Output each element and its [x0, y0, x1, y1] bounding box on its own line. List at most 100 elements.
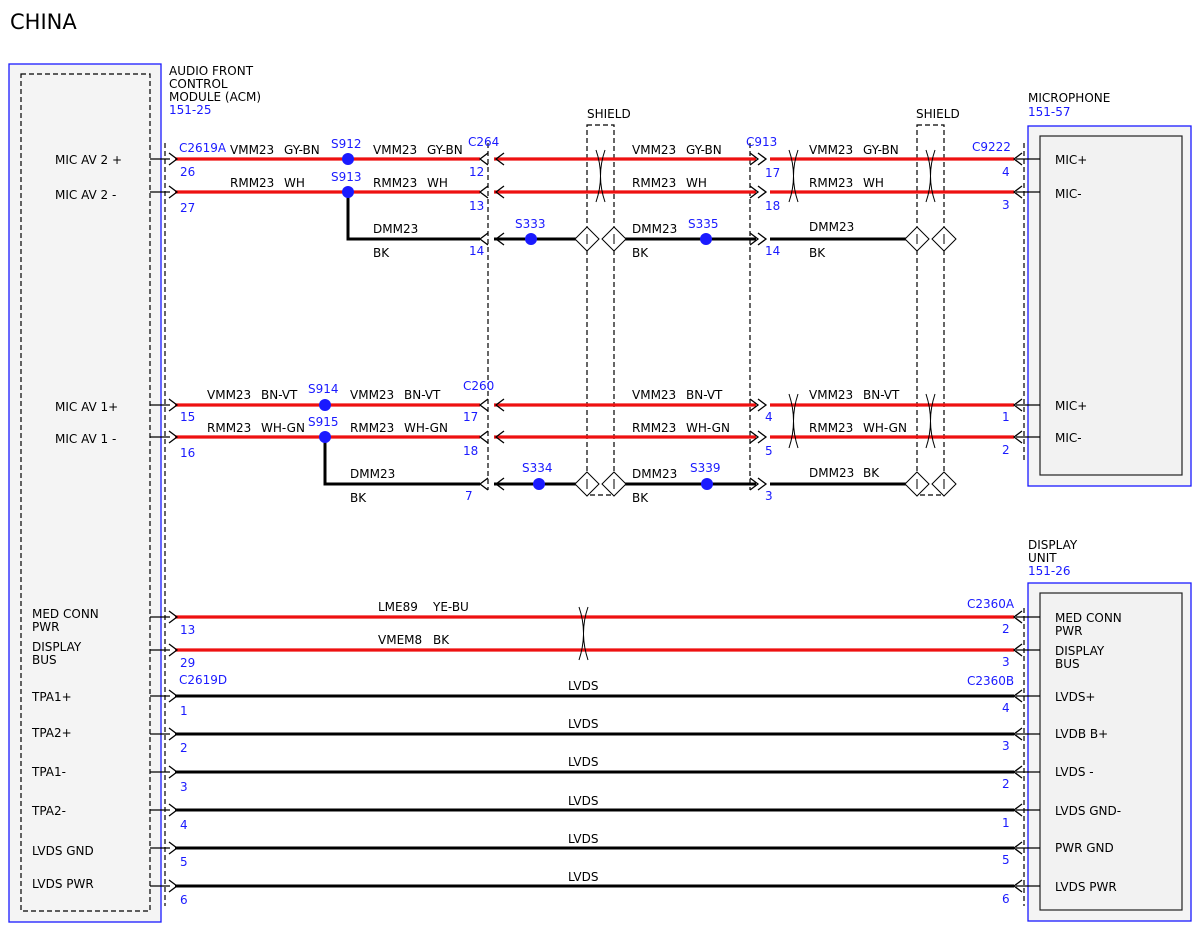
display-pin-label: PWR [1055, 624, 1082, 638]
twisted-pair-marks [578, 149, 936, 661]
microphone-name: MICROPHONE [1028, 91, 1110, 105]
connector-arrow [1012, 689, 1023, 703]
connector-arrows [150, 152, 1040, 893]
connector-label: C264 [468, 135, 499, 149]
splice-s335 [700, 233, 712, 245]
shield-label: SHIELD [587, 107, 631, 121]
connector-label: C9222 [972, 140, 1011, 154]
acm-module-inner [20, 73, 151, 912]
connector-arrow [168, 841, 179, 855]
acm-ref: 151-25 [169, 103, 212, 117]
microphone-ref: 151-57 [1028, 105, 1071, 119]
pin-number: 2 [1002, 777, 1010, 791]
connector-arrow [168, 689, 179, 703]
pin-number: 13 [180, 623, 195, 637]
pin-number: 29 [180, 656, 195, 670]
pin-number: 5 [180, 855, 188, 869]
microphone-pin-label: MIC+ [1055, 153, 1087, 167]
pin-number: 2 [180, 741, 188, 755]
pin-number: 1 [1002, 816, 1010, 830]
shield-drain-symbol [574, 471, 600, 497]
pin-number: 18 [765, 199, 780, 213]
connector-arrow [757, 152, 768, 166]
wire-label: VMM23 [207, 388, 251, 402]
wire-label: DMM23 [809, 466, 854, 480]
shield-drain-symbol [601, 471, 627, 497]
splice-s334 [533, 478, 545, 490]
connector-arrow [1012, 765, 1023, 779]
splice-dots [319, 153, 713, 490]
connector-arrow [494, 430, 505, 444]
wire-label: WH [427, 176, 448, 190]
pin-number: 6 [180, 893, 188, 907]
wire-label: BK [350, 491, 367, 505]
wire-label: VMM23 [632, 143, 676, 157]
wire-label: DMM23 [809, 220, 854, 234]
wire-label: BN-VT [261, 388, 298, 402]
wire-label: BK [433, 633, 450, 647]
acm-name-line-2: CONTROL [169, 77, 228, 91]
pin-number: 3 [765, 489, 773, 503]
wire-label: GY-BN [427, 143, 463, 157]
wire-label: BN-VT [863, 388, 900, 402]
wire-label: RMM23 [230, 176, 274, 190]
connector-arrow [1012, 841, 1023, 855]
shield-enclosure [586, 124, 615, 496]
wire-dmm23 [346, 192, 480, 241]
pin-number: 3 [1002, 739, 1010, 753]
shield-enclosure [916, 124, 945, 496]
display-pin-label: LVDS GND- [1055, 804, 1121, 818]
acm-pin-label: TPA1+ [31, 690, 72, 704]
wire-label: BN-VT [686, 388, 723, 402]
acm-pin-label: LVDS GND [32, 844, 94, 858]
display-unit-module: DISPLAY UNIT 151-26 MED CONN PWR DISPLAY… [1023, 538, 1192, 922]
acm-name-line-3: MODULE (ACM) [169, 90, 261, 104]
connector-arrow [168, 430, 179, 444]
wire-label: VMM23 [809, 388, 853, 402]
shield-drain-symbol [904, 471, 930, 497]
wire-label: LVDS [568, 755, 598, 769]
pin-number: 6 [1002, 892, 1010, 906]
connector-arrow [1012, 643, 1023, 657]
wire-label: RMM23 [350, 421, 394, 435]
page-title: CHINA [10, 10, 77, 34]
connector-arrow [1012, 152, 1023, 166]
shield-drain-symbol [574, 226, 600, 252]
connector-arrow [1012, 430, 1023, 444]
wire-label: VMM23 [373, 143, 417, 157]
display-pin-label: LVDB B+ [1055, 727, 1108, 741]
acm-module-box [8, 63, 162, 923]
splice-label: S912 [331, 137, 362, 151]
pin-number: 14 [765, 244, 780, 258]
connector-arrow [168, 152, 179, 166]
twist-mark [925, 393, 936, 449]
shield-label: SHIELD [916, 107, 960, 121]
connector-label: C260 [463, 379, 494, 393]
wire-label: LVDS [568, 717, 598, 731]
display-unit-inner [1039, 592, 1183, 911]
acm-pin-label: DISPLAY [32, 640, 82, 654]
splice-s914 [319, 399, 331, 411]
wire-labels: VMM23 GY-BN VMM23 GY-BN VMM23 GY-BN VMM2… [207, 143, 907, 884]
connector-arrow [749, 185, 760, 199]
shield-drain-symbol [601, 226, 627, 252]
mic-av1-wires [175, 403, 1014, 486]
wire-label: GY-BN [284, 143, 320, 157]
wire-label: BK [809, 246, 826, 260]
connector-arrow [494, 185, 505, 199]
connector-arrow [749, 152, 760, 166]
wire-label: WH-GN [686, 421, 730, 435]
acm-pin-label: MIC AV 2 + [55, 153, 122, 167]
connector-arrow [478, 152, 489, 166]
wire-label: BN-VT [404, 388, 441, 402]
display-pin-label: LVDS PWR [1055, 880, 1117, 894]
wire-label: VMM23 [350, 388, 394, 402]
wire-label: VMM23 [809, 143, 853, 157]
splice-label: S914 [308, 382, 339, 396]
pin-number: 2 [1002, 622, 1010, 636]
wire-label: YE-BU [432, 600, 469, 614]
display-pin-label: LVDS+ [1055, 690, 1096, 704]
acm-pin-label: LVDS PWR [32, 877, 94, 891]
connector-arrow [757, 232, 768, 246]
